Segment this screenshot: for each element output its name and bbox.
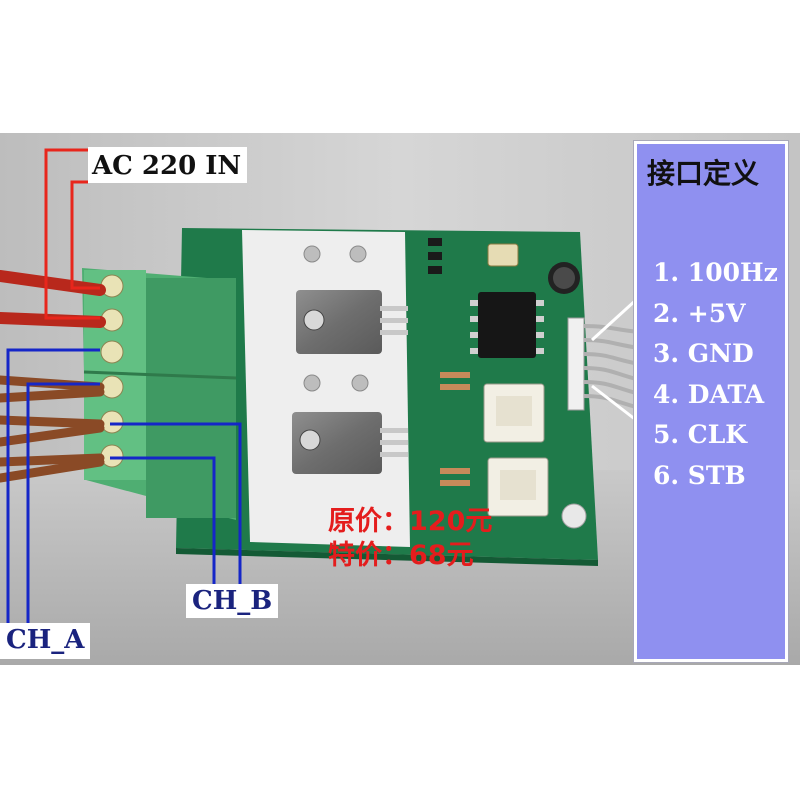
ac-callout-lines [44,148,100,320]
heatsink-hole [351,374,369,392]
pin-item: 1. 100Hz [653,258,778,287]
pin-item: 2. +5V [653,298,746,328]
original-price-value: 120元 [409,506,493,537]
pcb-edge [176,548,598,566]
triac-upper [296,290,408,354]
channel-a-label: CH_A [0,623,91,659]
mounting-hole [561,503,587,529]
brown-wires [0,375,105,483]
channel-b-label: CH_B [186,584,279,618]
heatsink-hole [303,374,321,392]
special-price-row: 特价：68元 [328,539,492,573]
pin-item: 6. STB [653,460,746,490]
original-price-row: 原价：120元 [328,505,492,539]
ac-input-label: AC 220 IN [88,147,248,183]
crystal-component [487,243,519,267]
electrolytic-capacitor [548,262,580,294]
heatsink-plate [242,230,410,547]
heatsink-hole [349,245,367,263]
special-price-value: 68元 [409,540,474,571]
pin-list: 1. 100Hz 2. +5V 3. GND 4. DATA 5. CLK 6.… [653,258,778,501]
triac-lower [292,412,408,474]
panel-title: 接口定义 [647,157,760,190]
optocoupler-upper [483,383,545,443]
price-overlay: 原价：120元 特价：68元 [328,505,492,573]
interface-definition-panel: 接口定义 1. 100Hz 2. +5V 3. GND 4. DATA 5. C… [634,141,788,662]
small-smd-parts [428,238,470,486]
heatsink-hole [303,245,321,263]
ch-callout-lines [6,348,242,628]
pin-item: 3. GND [653,339,754,368]
panel-callout-lines [590,298,638,422]
pin-item: 5. CLK [653,420,748,449]
special-price-label: 特价： [328,540,409,571]
pin-item: 4. DATA [653,379,765,409]
optocoupler-lower [487,457,549,517]
original-price-label: 原价： [328,506,409,537]
dip-ic [470,292,544,358]
